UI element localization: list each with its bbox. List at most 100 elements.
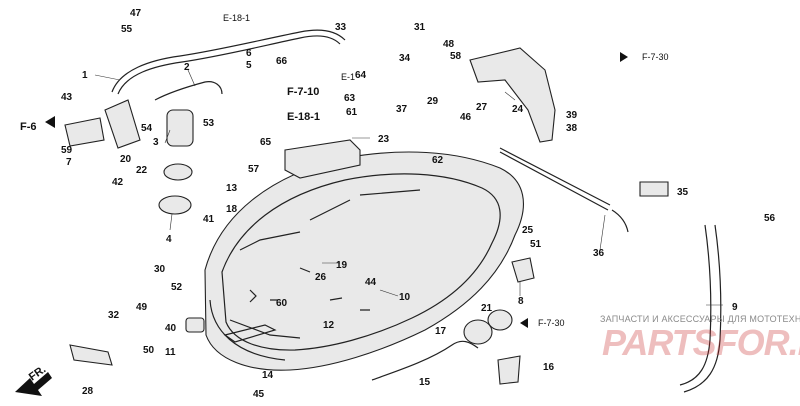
plate-35 — [639, 181, 669, 197]
gasket-4 — [158, 195, 192, 215]
watermark-caption: ЗАПЧАСТИ И АКСЕССУАРЫ ДЛЯ МОТОТЕХНИКИ — [600, 314, 800, 324]
label-52: 52 — [171, 282, 183, 293]
link-37 — [611, 209, 629, 233]
cover-24 — [469, 47, 556, 143]
label-2: 2 — [184, 62, 190, 73]
grommet-22 — [163, 163, 193, 181]
fuel-filter-3 — [166, 109, 194, 147]
label-31: 31 — [414, 22, 426, 33]
ref-e18-1-mid: E-18-1 — [287, 111, 320, 123]
label-38: 38 — [566, 123, 578, 134]
label-18: 18 — [226, 204, 238, 215]
label-19: 19 — [336, 260, 348, 271]
ref-f7-30-top: F-7-30 — [642, 52, 669, 62]
label-25: 25 — [522, 225, 534, 236]
label-61: 61 — [346, 107, 358, 118]
label-21: 21 — [481, 303, 493, 314]
label-23: 23 — [378, 134, 390, 145]
label-56: 56 — [764, 213, 776, 224]
label-32: 32 — [108, 310, 120, 321]
label-24: 24 — [512, 104, 524, 115]
lower-cowl-body — [204, 151, 524, 371]
seal-17 — [463, 319, 493, 345]
label-8: 8 — [518, 296, 524, 307]
ref-e18-1-top: E-18-1 — [223, 13, 250, 23]
label-55: 55 — [121, 24, 133, 35]
label-5: 5 — [246, 60, 252, 71]
label-64: 64 — [355, 70, 367, 81]
label-53: 53 — [203, 118, 215, 129]
label-29: 29 — [427, 96, 439, 107]
part-labels: 1 2 3 4 5 6 7 8 9 10 11 12 13 14 15 16 1… — [61, 8, 776, 400]
label-20: 20 — [120, 154, 132, 165]
label-48: 48 — [443, 39, 455, 50]
label-66: 66 — [276, 56, 288, 67]
ref-e1: E-1 — [341, 72, 355, 82]
label-51: 51 — [530, 239, 542, 250]
label-11: 11 — [165, 347, 176, 358]
ref-f7-10: F-7-10 — [287, 86, 319, 98]
label-60: 60 — [276, 298, 288, 309]
bracket-16 — [497, 355, 521, 385]
label-9: 9 — [732, 302, 738, 313]
label-10: 10 — [399, 292, 411, 303]
handle-28 — [69, 344, 113, 366]
hose-1-inner — [117, 35, 341, 95]
label-42: 42 — [112, 177, 124, 188]
label-7: 7 — [66, 157, 72, 168]
label-16: 16 — [543, 362, 555, 373]
watermark-logo: PARTSFOR.RU — [602, 322, 800, 363]
arrow-f7-30-top — [620, 52, 628, 62]
hose-2 — [154, 81, 223, 101]
label-35: 35 — [677, 187, 689, 198]
label-4: 4 — [166, 234, 172, 245]
label-44: 44 — [365, 277, 377, 288]
bracket-8 — [511, 257, 535, 283]
label-6: 6 — [246, 48, 252, 59]
label-40: 40 — [165, 323, 177, 334]
label-1: 1 — [82, 70, 88, 81]
arrow-fr — [15, 372, 52, 396]
label-45: 45 — [253, 389, 265, 400]
label-65: 65 — [260, 137, 272, 148]
label-30: 30 — [154, 264, 166, 275]
label-59: 59 — [61, 145, 73, 156]
label-34: 34 — [399, 53, 411, 64]
label-49: 49 — [136, 302, 148, 313]
label-17: 17 — [435, 326, 447, 337]
label-3: 3 — [153, 137, 159, 148]
hose-9-inner — [683, 224, 722, 393]
seal-21 — [487, 309, 513, 331]
label-58: 58 — [450, 51, 462, 62]
bracket-23 — [284, 139, 361, 179]
label-28: 28 — [82, 386, 94, 397]
label-36: 36 — [593, 248, 605, 259]
hose-9 — [679, 224, 712, 386]
ref-f6: F-6 — [20, 121, 37, 133]
arrow-f7-30-bottom — [520, 318, 528, 328]
bracket-59 — [64, 117, 105, 147]
label-14: 14 — [262, 370, 274, 381]
grommet-40 — [185, 317, 205, 333]
label-57: 57 — [248, 164, 260, 175]
leader-lines — [94, 69, 723, 306]
label-47: 47 — [130, 8, 142, 19]
label-63: 63 — [344, 93, 356, 104]
label-46: 46 — [460, 112, 472, 123]
label-50: 50 — [143, 345, 155, 356]
bracket-20 — [104, 99, 141, 149]
hose-1 — [111, 29, 346, 93]
ref-f7-30-bottom: F-7-30 — [538, 318, 565, 328]
label-22: 22 — [136, 165, 148, 176]
label-62: 62 — [432, 155, 444, 166]
label-15: 15 — [419, 377, 431, 388]
label-39: 39 — [566, 110, 578, 121]
arrow-f6 — [45, 116, 55, 128]
label-26: 26 — [315, 272, 327, 283]
label-12: 12 — [323, 320, 335, 331]
label-37: 37 — [396, 104, 408, 115]
label-13: 13 — [226, 183, 238, 194]
rod-36 — [499, 147, 611, 211]
